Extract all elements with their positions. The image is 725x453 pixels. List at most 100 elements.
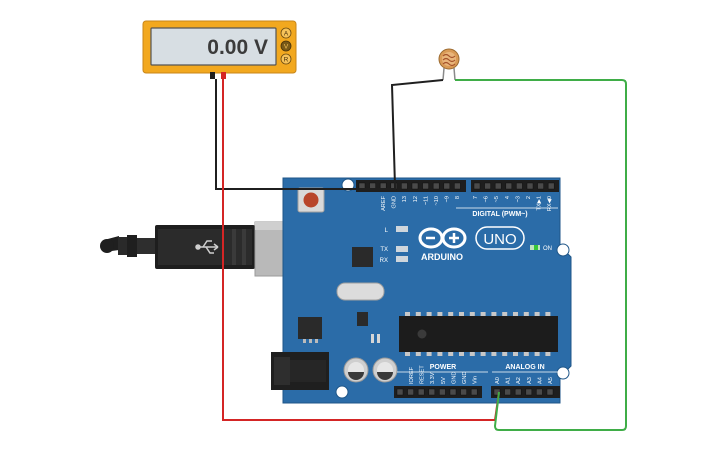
analog-pin-label: A2 [516, 377, 522, 384]
chip-pin [523, 352, 529, 356]
digital-pin-label: GND [392, 196, 398, 208]
mode-button-amps[interactable]: A [280, 27, 292, 39]
header-pin-hole[interactable] [505, 182, 513, 190]
header-pin-hole[interactable] [428, 388, 436, 396]
power-pin-label: GND [462, 372, 468, 384]
header-pin-hole[interactable] [526, 182, 534, 190]
power-pin-label: 3.3V [430, 372, 436, 384]
brand-text: ARDUINO [421, 252, 463, 262]
header-pin-hole[interactable] [525, 388, 533, 396]
header-pin-hole[interactable] [546, 388, 554, 396]
microcontroller-chip [399, 312, 558, 356]
header-pin-hole[interactable] [439, 388, 446, 396]
power-header-label: POWER [430, 364, 456, 371]
power-led: ON [530, 245, 552, 252]
header-pin-hole[interactable] [432, 182, 440, 190]
header-pin-hole[interactable] [514, 388, 522, 396]
digital-pin-label: ~5 [494, 196, 500, 202]
svg-text:V: V [284, 44, 289, 51]
led-indicators: L TX RX [380, 226, 408, 264]
chip-pin [448, 352, 454, 356]
digital-pin-label: 8 [455, 196, 461, 199]
multimeter-com-probe[interactable] [210, 72, 215, 79]
chip-pin [545, 312, 551, 316]
header-pin-hole[interactable] [396, 388, 404, 396]
chip-pin [480, 312, 486, 316]
header-pin-hole[interactable] [443, 182, 451, 190]
header-pin-hole[interactable] [422, 182, 429, 190]
photoresistor-icon[interactable] [438, 48, 460, 81]
analog-pin-label: A1 [506, 377, 512, 384]
digital-pin-label: ~3 [515, 196, 521, 202]
power-header [394, 386, 482, 398]
header-pin-hole[interactable] [537, 182, 544, 190]
reset-button[interactable] [297, 187, 325, 213]
dc-barrel-jack-icon [271, 352, 329, 390]
header-pin-hole[interactable] [417, 388, 425, 396]
chip-pin [405, 312, 410, 316]
multimeter[interactable]: 0.00 V A V R [142, 20, 297, 79]
header-pin-hole[interactable] [516, 182, 523, 190]
header-pin-hole[interactable] [473, 182, 481, 190]
chip-pin [534, 352, 540, 356]
header-pin-hole[interactable] [470, 388, 478, 396]
chip-pin [513, 312, 518, 316]
chip-pin [448, 312, 454, 316]
header-pin-hole[interactable] [460, 388, 467, 396]
chip-pin [469, 312, 475, 316]
chip-pin [459, 352, 464, 356]
chip-pin [437, 352, 443, 356]
wire-black-sensor[interactable] [390, 79, 444, 187]
digital-header-right [471, 180, 559, 192]
header-pin-hole[interactable] [493, 388, 501, 396]
chip-pin [405, 352, 410, 356]
header-pin-hole[interactable] [449, 388, 457, 396]
digital-pin-label: RX◀0 [547, 196, 553, 211]
arduino-uno-board[interactable]: L TX RX ARDUINO UNO ON [271, 177, 572, 404]
header-pin-hole[interactable] [536, 388, 543, 396]
model-badge: UNO [475, 226, 525, 250]
resistor-smd [377, 334, 380, 343]
svg-text:ON: ON [543, 246, 552, 252]
chip-pin [469, 352, 475, 356]
header-pin-hole[interactable] [401, 182, 408, 190]
mode-button-ohms[interactable]: R [280, 53, 292, 65]
mounting-hole [556, 243, 570, 257]
arduino-logo-icon [418, 227, 467, 249]
header-pin-hole[interactable] [494, 182, 502, 190]
header-pin-hole[interactable] [411, 182, 419, 190]
power-pin-label: IOREF [409, 366, 415, 384]
wire-green-sensor[interactable] [455, 79, 627, 431]
digital-pin-label: ~10 [434, 196, 440, 206]
wire-black-ground[interactable] [215, 79, 396, 190]
digital-pin-label: 12 [413, 196, 419, 202]
digital-pin-label: TX▶1 [537, 196, 543, 211]
usb-symbol-icon [195, 240, 219, 254]
digital-pin-label: 13 [402, 196, 408, 202]
analog-pin-label: A0 [495, 377, 501, 384]
power-pin-label: 5V [441, 377, 447, 384]
header-pin-hole[interactable] [407, 388, 414, 396]
analog-pin-label: A3 [527, 377, 533, 384]
mode-button-volts[interactable]: V [280, 40, 292, 52]
chip-pin [415, 312, 421, 316]
header-pin-hole[interactable] [547, 182, 555, 190]
chip-pin [502, 312, 508, 316]
voltage-regulator [298, 317, 322, 343]
chip-pin [426, 352, 432, 356]
chip-pin [513, 352, 518, 356]
header-pin-hole[interactable] [454, 182, 461, 190]
usb-interface-chip [352, 247, 373, 267]
digital-pin-label: AREF [381, 195, 387, 211]
multimeter-volt-probe[interactable] [221, 72, 226, 79]
header-pin-hole[interactable] [484, 182, 491, 190]
chip-pin [523, 312, 529, 316]
header-pin-hole[interactable] [504, 388, 511, 396]
svg-text:RX: RX [380, 258, 388, 264]
capacitor [343, 357, 369, 383]
analog-pin-label: A5 [548, 377, 554, 384]
crystal-oscillator [336, 282, 385, 301]
chip-pin [415, 352, 421, 356]
chip-pin [426, 312, 432, 316]
